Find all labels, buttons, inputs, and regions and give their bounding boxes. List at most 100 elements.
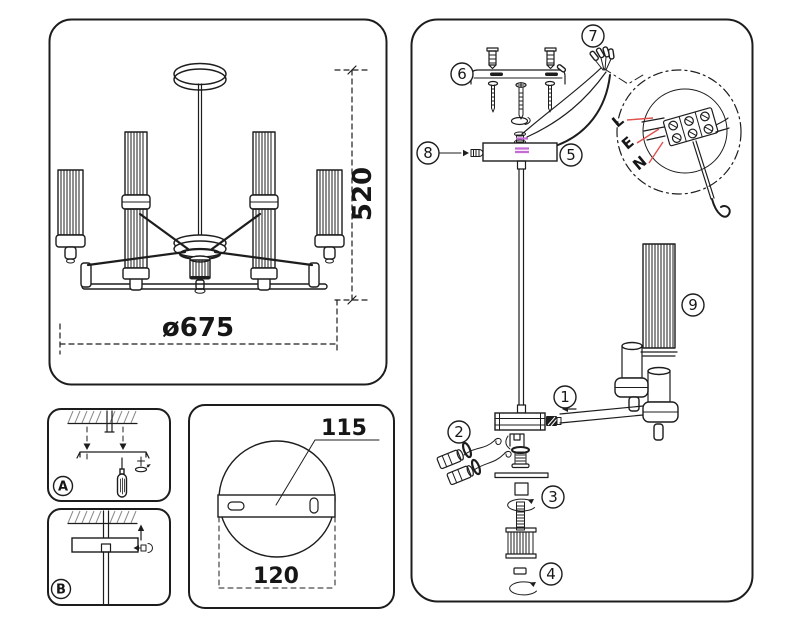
ceiling-canopy [173, 62, 227, 91]
center-screw [515, 82, 527, 120]
rod-joint-top [516, 160, 527, 170]
small-ribbed-shade [505, 527, 537, 559]
overview-panel: 520 ø675 [48, 18, 388, 386]
lock-nut [510, 116, 531, 126]
threaded-rod [516, 501, 525, 531]
svg-text:5: 5 [566, 146, 576, 164]
svg-text:9: 9 [688, 296, 698, 314]
part-number-1: 1 [553, 385, 577, 409]
step-b-panel: B [47, 508, 171, 606]
mounting-bracket [76, 451, 150, 459]
svg-text:7: 7 [588, 27, 598, 45]
rod-joint-bottom [516, 404, 527, 414]
wire-clips [493, 435, 512, 458]
ceiling-hatch [67, 510, 138, 525]
part-number-3: 3 [541, 485, 565, 509]
wiring-detail: L E N [608, 69, 742, 218]
detail-circle [616, 69, 742, 195]
lift-arrow [137, 524, 145, 541]
ceiling-pipe [104, 410, 115, 433]
outer-lamp-right [314, 169, 345, 264]
slot-left [227, 501, 245, 511]
part-number-2: 2 [447, 420, 471, 444]
ceiling-hatch [67, 410, 138, 425]
terminal-block [662, 107, 719, 147]
dimension-height: 520 [334, 65, 378, 305]
hanger-rod-bottom [102, 551, 110, 605]
slot-right [309, 497, 319, 514]
socket [436, 449, 464, 470]
junction-area [642, 88, 728, 174]
lamp-holders-exploded [436, 435, 512, 486]
set-screw-icon [133, 543, 153, 553]
svg-text:2: 2 [454, 423, 464, 441]
slide-bracket [509, 433, 525, 447]
screw-icon [134, 456, 151, 473]
step-a-panel: A [47, 408, 171, 502]
step-b-badge: B [50, 578, 72, 600]
shade-ring [470, 458, 482, 476]
assembly-panel: L E N [410, 18, 754, 603]
terminal-wires [641, 117, 730, 141]
rotate-mark [509, 581, 537, 596]
panel-border [47, 508, 171, 606]
wall-anchor [486, 47, 499, 70]
outer-lamp-left [55, 169, 86, 264]
panel-border [47, 408, 171, 502]
flat-disc [494, 472, 549, 479]
part-number-7: 7 [581, 24, 605, 48]
inner-lamp-left [121, 131, 151, 280]
part-number-6: 6 [450, 62, 474, 86]
screwdriver-icon [692, 140, 731, 218]
part-number-5: 5 [559, 143, 583, 167]
plate-dimension: 120 [218, 516, 336, 589]
terminal-e-leader [636, 128, 660, 144]
part-number-9: 9 [681, 293, 705, 317]
dimension-diameter: ø675 [59, 299, 338, 355]
center-hub [494, 412, 546, 431]
panel-border [188, 404, 395, 609]
step-b-label: B [56, 583, 66, 598]
part-number-8: 8 [416, 141, 440, 165]
terminal-n-label: N [629, 152, 650, 174]
canopy-plate [71, 537, 139, 553]
svg-text:6: 6 [457, 65, 467, 83]
part-number-4: 4 [539, 562, 563, 586]
bracket-screw [487, 80, 499, 113]
svg-text:1: 1 [560, 388, 570, 406]
inner-lamp-right [249, 131, 279, 280]
threaded-nipple [511, 446, 530, 469]
shade-ring [461, 441, 473, 459]
offset-dim-label: 115 [321, 416, 367, 441]
diameter-dim-label: ø675 [162, 313, 234, 343]
finial-nut [513, 567, 527, 575]
rotate-mark [507, 498, 535, 512]
detail-leader [602, 67, 644, 85]
svg-text:8: 8 [423, 144, 433, 162]
hanger-rod [518, 168, 525, 406]
step-a-label: A [58, 480, 68, 495]
height-dim-label: 520 [348, 167, 378, 221]
set-screw-callout [438, 149, 484, 157]
chandelier-drawing: 520 ø675 [55, 62, 378, 355]
center-shade [189, 255, 211, 294]
ribbed-shade [640, 243, 678, 357]
plate-dim-label: 120 [253, 564, 299, 589]
panel-border [48, 18, 388, 386]
wire-ferrule [556, 64, 567, 73]
wall-anchor [544, 47, 557, 70]
step-a-badge: A [52, 475, 74, 497]
wire-connector-bundle [589, 46, 615, 71]
mount-plate-panel: 115 120 [188, 404, 395, 609]
screwdriver-icon [116, 457, 128, 498]
supply-wires [521, 46, 644, 146]
terminal-e-label: E [618, 133, 637, 153]
hub-bottom-fittings [494, 433, 549, 596]
mounting-bar [217, 494, 336, 518]
alignment-arrows [83, 426, 127, 463]
lamp-socket-lower [642, 366, 679, 441]
stem-rod [197, 83, 203, 241]
svg-text:4: 4 [546, 565, 556, 583]
svg-text:3: 3 [548, 488, 558, 506]
